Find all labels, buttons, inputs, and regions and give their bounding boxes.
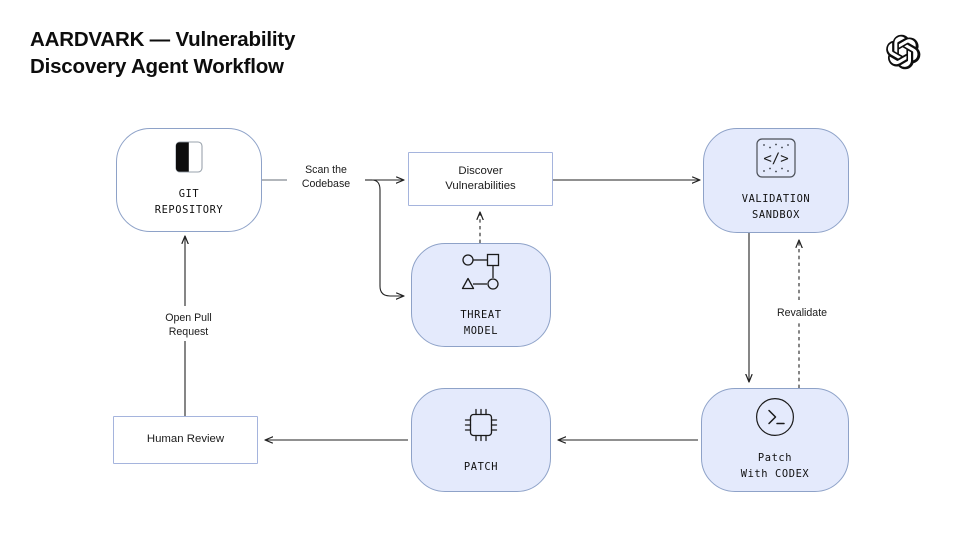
edge-scan-to-threat-model <box>371 179 404 296</box>
node-git-repository[interactable]: GIT REPOSITORY <box>116 128 262 232</box>
threat-graph-icon <box>457 250 505 299</box>
node-patch[interactable]: PATCH <box>411 388 551 492</box>
terminal-prompt-icon <box>755 397 795 442</box>
repository-book-icon <box>175 141 203 178</box>
openai-logo-icon <box>884 33 922 71</box>
node-validation-sandbox[interactable]: </> VALIDATION SANDBOX <box>703 128 849 233</box>
node-label: Human Review <box>146 433 225 446</box>
node-discover-vulnerabilities[interactable]: Discover Vulnerabilities <box>408 152 553 206</box>
node-label: GIT REPOSITORY <box>154 188 224 216</box>
node-label: VALIDATION SANDBOX <box>741 192 811 221</box>
code-sandbox-icon: </> <box>756 138 796 183</box>
edge-label-scan-the-codebase: Scan the Codebase <box>287 163 365 193</box>
node-label: THREAT MODEL <box>460 309 502 337</box>
cpu-chip-icon <box>460 404 502 451</box>
node-label: Patch With CODEX <box>740 452 810 480</box>
svg-text:</>: </> <box>763 151 788 167</box>
edge-label-revalidate: Revalidate <box>762 306 842 322</box>
node-patch-with-codex[interactable]: Patch With CODEX <box>701 388 849 492</box>
node-threat-model[interactable]: THREAT MODEL <box>411 243 551 347</box>
node-human-review[interactable]: Human Review <box>113 416 258 464</box>
node-label: PATCH <box>463 461 499 474</box>
edge-label-open-pull-request: Open Pull Request <box>148 311 229 341</box>
node-label: Discover Vulnerabilities <box>445 164 516 192</box>
page-title: AARDVARK — Vulnerability Discovery Agent… <box>30 28 296 79</box>
